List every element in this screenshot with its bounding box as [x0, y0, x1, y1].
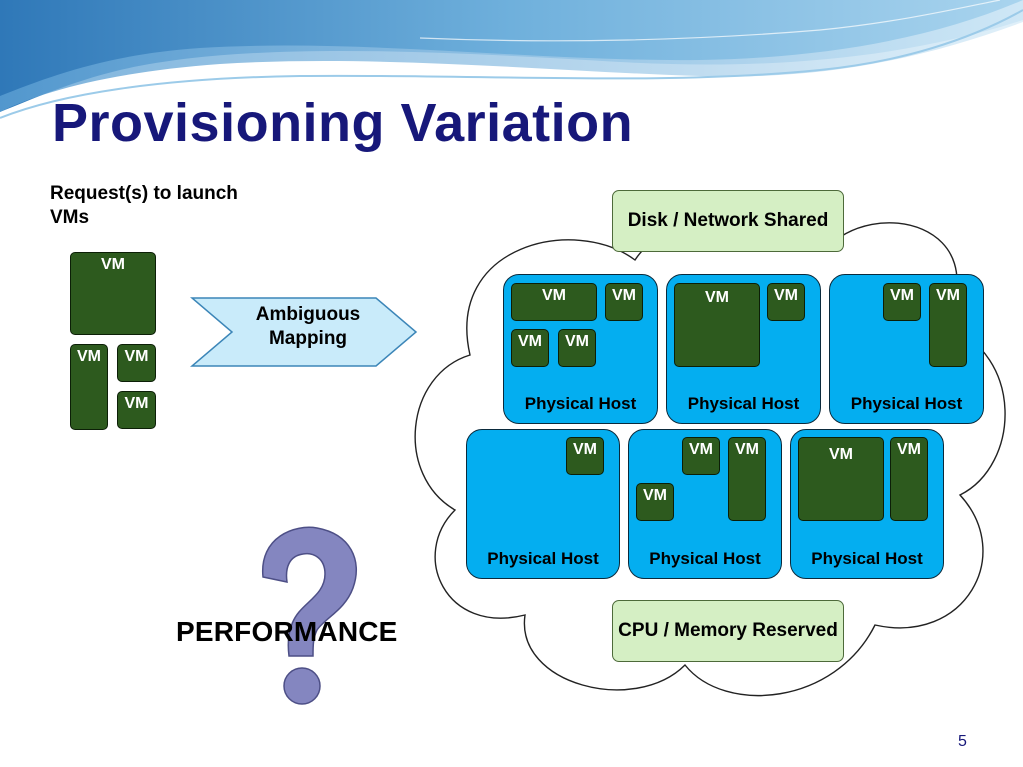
- vm-block: VM: [511, 283, 597, 321]
- vm-block: VM: [636, 483, 674, 521]
- host-label: Physical Host: [487, 549, 599, 568]
- request-label: Request(s) to launch VMs: [50, 183, 238, 228]
- requested-vm-tall: VM: [70, 344, 108, 430]
- vm-block: VM: [558, 329, 596, 367]
- shared-resources-label: Disk / Network Shared: [612, 190, 844, 252]
- host-label: Physical Host: [524, 394, 637, 413]
- mapping-label: Ambiguous Mapping: [255, 304, 361, 349]
- page-number: 5: [958, 733, 967, 750]
- host-label: Physical Host: [649, 549, 761, 568]
- vm-label: VM: [643, 487, 667, 504]
- vm-label: VM: [542, 287, 566, 304]
- vm-label: VM: [735, 441, 759, 458]
- vm-label: VM: [774, 287, 798, 304]
- vm-label: VM: [124, 348, 149, 365]
- vm-label: VM: [689, 441, 713, 458]
- vm-label: VM: [101, 256, 125, 273]
- vm-label: VM: [936, 287, 960, 304]
- vm-block: VM: [767, 283, 805, 321]
- vm-label: VM: [829, 446, 853, 463]
- requested-vm-small: VM: [117, 344, 156, 382]
- requested-vm-large: VM: [70, 252, 156, 335]
- vm-label: VM: [77, 348, 101, 365]
- header-wave-decoration: [0, 0, 1023, 119]
- vm-block: VM: [566, 437, 604, 475]
- vm-block: VM: [605, 283, 643, 321]
- vm-block: VM: [890, 437, 928, 521]
- vm-block: VM: [511, 329, 549, 367]
- vm-block: VM: [682, 437, 720, 475]
- vm-label: VM: [897, 441, 921, 458]
- vm-label: VM: [705, 289, 729, 306]
- vm-block: VM: [728, 437, 766, 521]
- vm-label: VM: [612, 287, 636, 304]
- mapping-arrow: [190, 297, 418, 367]
- page-title: Provisioning Variation: [52, 93, 634, 153]
- vm-label: VM: [565, 333, 589, 350]
- vm-block: VM: [674, 283, 760, 367]
- requested-vm-small: VM: [117, 391, 156, 429]
- host-label: Physical Host: [811, 549, 923, 568]
- host-label: Physical Host: [850, 394, 963, 413]
- reserved-resources-label: CPU / Memory Reserved: [612, 600, 844, 662]
- vm-label: VM: [573, 441, 597, 458]
- vm-label: VM: [890, 287, 914, 304]
- performance-label: PERFORMANCE: [176, 616, 398, 647]
- vm-block: VM: [883, 283, 921, 321]
- question-mark-icon: [262, 526, 358, 705]
- vm-label: VM: [124, 395, 149, 412]
- vm-block: VM: [929, 283, 967, 367]
- vm-label: VM: [518, 333, 542, 350]
- host-label: Physical Host: [687, 394, 800, 413]
- vm-block: VM: [798, 437, 884, 521]
